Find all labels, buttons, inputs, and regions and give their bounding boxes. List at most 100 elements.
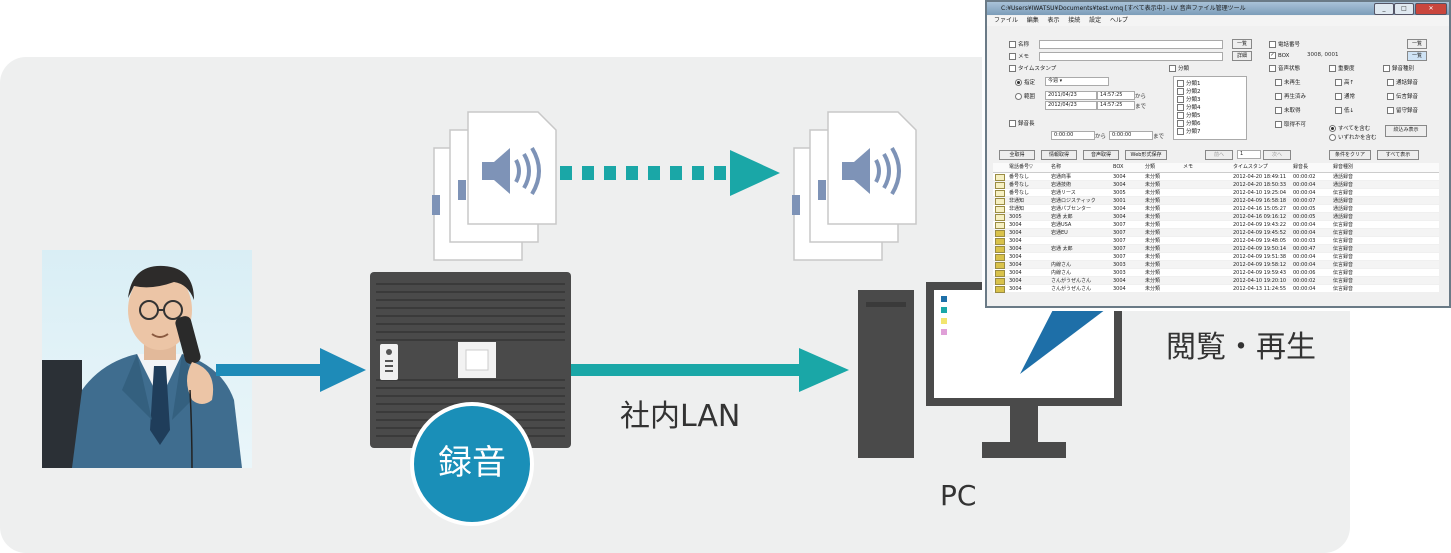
filter-display-button[interactable]: 絞込み表示 <box>1385 125 1427 137</box>
table-cell: 岩通技術 <box>1051 182 1072 188</box>
col-duration[interactable]: 録音長 <box>1293 164 1309 170</box>
col-category[interactable]: 分類 <box>1145 164 1156 170</box>
category-checkbox[interactable] <box>1177 87 1184 95</box>
table-cell: 通話録音 <box>1333 214 1354 220</box>
col-name[interactable]: 名称 <box>1051 164 1062 170</box>
col-memo[interactable]: メモ <box>1183 164 1194 170</box>
web-save-button[interactable]: Web形式保存 <box>1125 150 1167 160</box>
col-timestamp[interactable]: タイムスタンプ <box>1233 164 1268 170</box>
get-all-button[interactable]: 全取得 <box>999 150 1035 160</box>
msg-rec-checkbox[interactable] <box>1387 92 1394 100</box>
memo-checkbox[interactable] <box>1009 52 1016 60</box>
phone-list-button[interactable]: 一覧 <box>1407 39 1427 49</box>
date-to-input[interactable]: 2012/04/23 <box>1045 101 1097 110</box>
timestamp-label: タイムスタンプ <box>1018 66 1057 72</box>
include-all-radio[interactable] <box>1329 124 1336 132</box>
classification-checkbox[interactable] <box>1169 64 1176 72</box>
unacquired-checkbox[interactable] <box>1275 106 1282 114</box>
call-rec-checkbox[interactable] <box>1387 78 1394 86</box>
name-input[interactable] <box>1039 40 1223 49</box>
table-cell: 2012-04-09 19:50:14 <box>1233 246 1287 252</box>
memo-detail-button[interactable]: 詳細 <box>1232 51 1252 61</box>
timestamp-checkbox[interactable] <box>1009 64 1016 72</box>
range-label: 範囲 <box>1024 94 1036 100</box>
period-select[interactable]: 今週 ▾ <box>1045 77 1109 86</box>
maximize-button[interactable]: □ <box>1394 3 1414 15</box>
duration-to-input[interactable]: 0:00:00 <box>1109 131 1153 140</box>
phone-checkbox[interactable] <box>1269 40 1276 48</box>
page-number[interactable]: 1 <box>1237 150 1261 159</box>
table-cell: 00:00:02 <box>1293 278 1316 284</box>
unavailable-checkbox[interactable] <box>1275 120 1282 128</box>
category-checkbox[interactable] <box>1177 79 1184 87</box>
close-button[interactable]: ✕ <box>1415 3 1447 15</box>
prev-page-button[interactable]: 前へ <box>1205 150 1233 160</box>
low-checkbox[interactable] <box>1335 106 1342 114</box>
col-box[interactable]: BOX <box>1113 164 1124 170</box>
category-checkbox[interactable] <box>1177 95 1184 103</box>
table-cell: 3007 <box>1113 230 1126 236</box>
audio-file-icon <box>995 270 1005 277</box>
high-checkbox[interactable] <box>1335 78 1342 86</box>
name-list-button[interactable]: 一覧 <box>1232 39 1252 49</box>
played-checkbox[interactable] <box>1275 92 1282 100</box>
table-cell: 岩通EU <box>1051 230 1068 236</box>
menu-file[interactable]: ファイル <box>994 17 1019 24</box>
answer-rec-checkbox[interactable] <box>1387 106 1394 114</box>
table-cell: 00:00:04 <box>1293 190 1316 196</box>
menu-settings[interactable]: 設定 <box>1089 17 1102 24</box>
category-list[interactable]: 分類1 分類2 分類3 分類4 分類5 分類6 分類7 <box>1173 76 1247 140</box>
duration-from-input[interactable]: 0:00:00 <box>1051 131 1095 140</box>
minimize-button[interactable]: _ <box>1374 3 1394 15</box>
audio-state-checkbox[interactable] <box>1269 64 1276 72</box>
table-cell: さんがうぜんさん <box>1051 286 1092 292</box>
clear-conditions-button[interactable]: 条件をクリア <box>1329 150 1371 160</box>
category-checkbox[interactable] <box>1177 127 1184 135</box>
category-checkbox[interactable] <box>1177 119 1184 127</box>
box-list-button[interactable]: 一覧 <box>1407 51 1427 61</box>
date-from-input[interactable]: 2011/04/23 <box>1045 91 1097 100</box>
col-rec-type[interactable]: 録音種別 <box>1333 164 1354 170</box>
box-checkbox[interactable]: ✓ <box>1269 52 1276 59</box>
time-to-input[interactable]: 14:57:25 <box>1097 101 1135 110</box>
rec-type-checkbox[interactable] <box>1383 64 1390 72</box>
specify-radio[interactable] <box>1015 78 1022 86</box>
category-checkbox[interactable] <box>1177 103 1184 111</box>
duration-checkbox[interactable] <box>1009 119 1016 127</box>
category-checkbox[interactable] <box>1177 111 1184 119</box>
unplayed-checkbox[interactable] <box>1275 78 1282 86</box>
menu-edit[interactable]: 編集 <box>1026 17 1039 24</box>
col-phone[interactable]: 電話番号▽ <box>1009 164 1033 170</box>
memo-input[interactable] <box>1039 52 1223 61</box>
range-radio[interactable] <box>1015 92 1022 100</box>
table-cell: 2012-04-09 19:51:38 <box>1233 254 1287 260</box>
next-page-button[interactable]: 次へ <box>1263 150 1291 160</box>
get-audio-button[interactable]: 音声取得 <box>1083 150 1119 160</box>
get-info-button[interactable]: 情報取得 <box>1041 150 1077 160</box>
time-from-input[interactable]: 14:57:25 <box>1097 91 1135 100</box>
category-item: 分類6 <box>1186 121 1201 127</box>
menu-view[interactable]: 表示 <box>1047 17 1060 24</box>
show-all-button[interactable]: すべて表示 <box>1377 150 1419 160</box>
name-checkbox[interactable] <box>1009 40 1016 48</box>
menu-connect[interactable]: 接続 <box>1068 17 1081 24</box>
importance-checkbox[interactable] <box>1329 64 1336 72</box>
normal-checkbox[interactable] <box>1335 92 1342 100</box>
include-any-radio[interactable] <box>1329 133 1336 141</box>
menu-help[interactable]: ヘルプ <box>1109 17 1128 24</box>
